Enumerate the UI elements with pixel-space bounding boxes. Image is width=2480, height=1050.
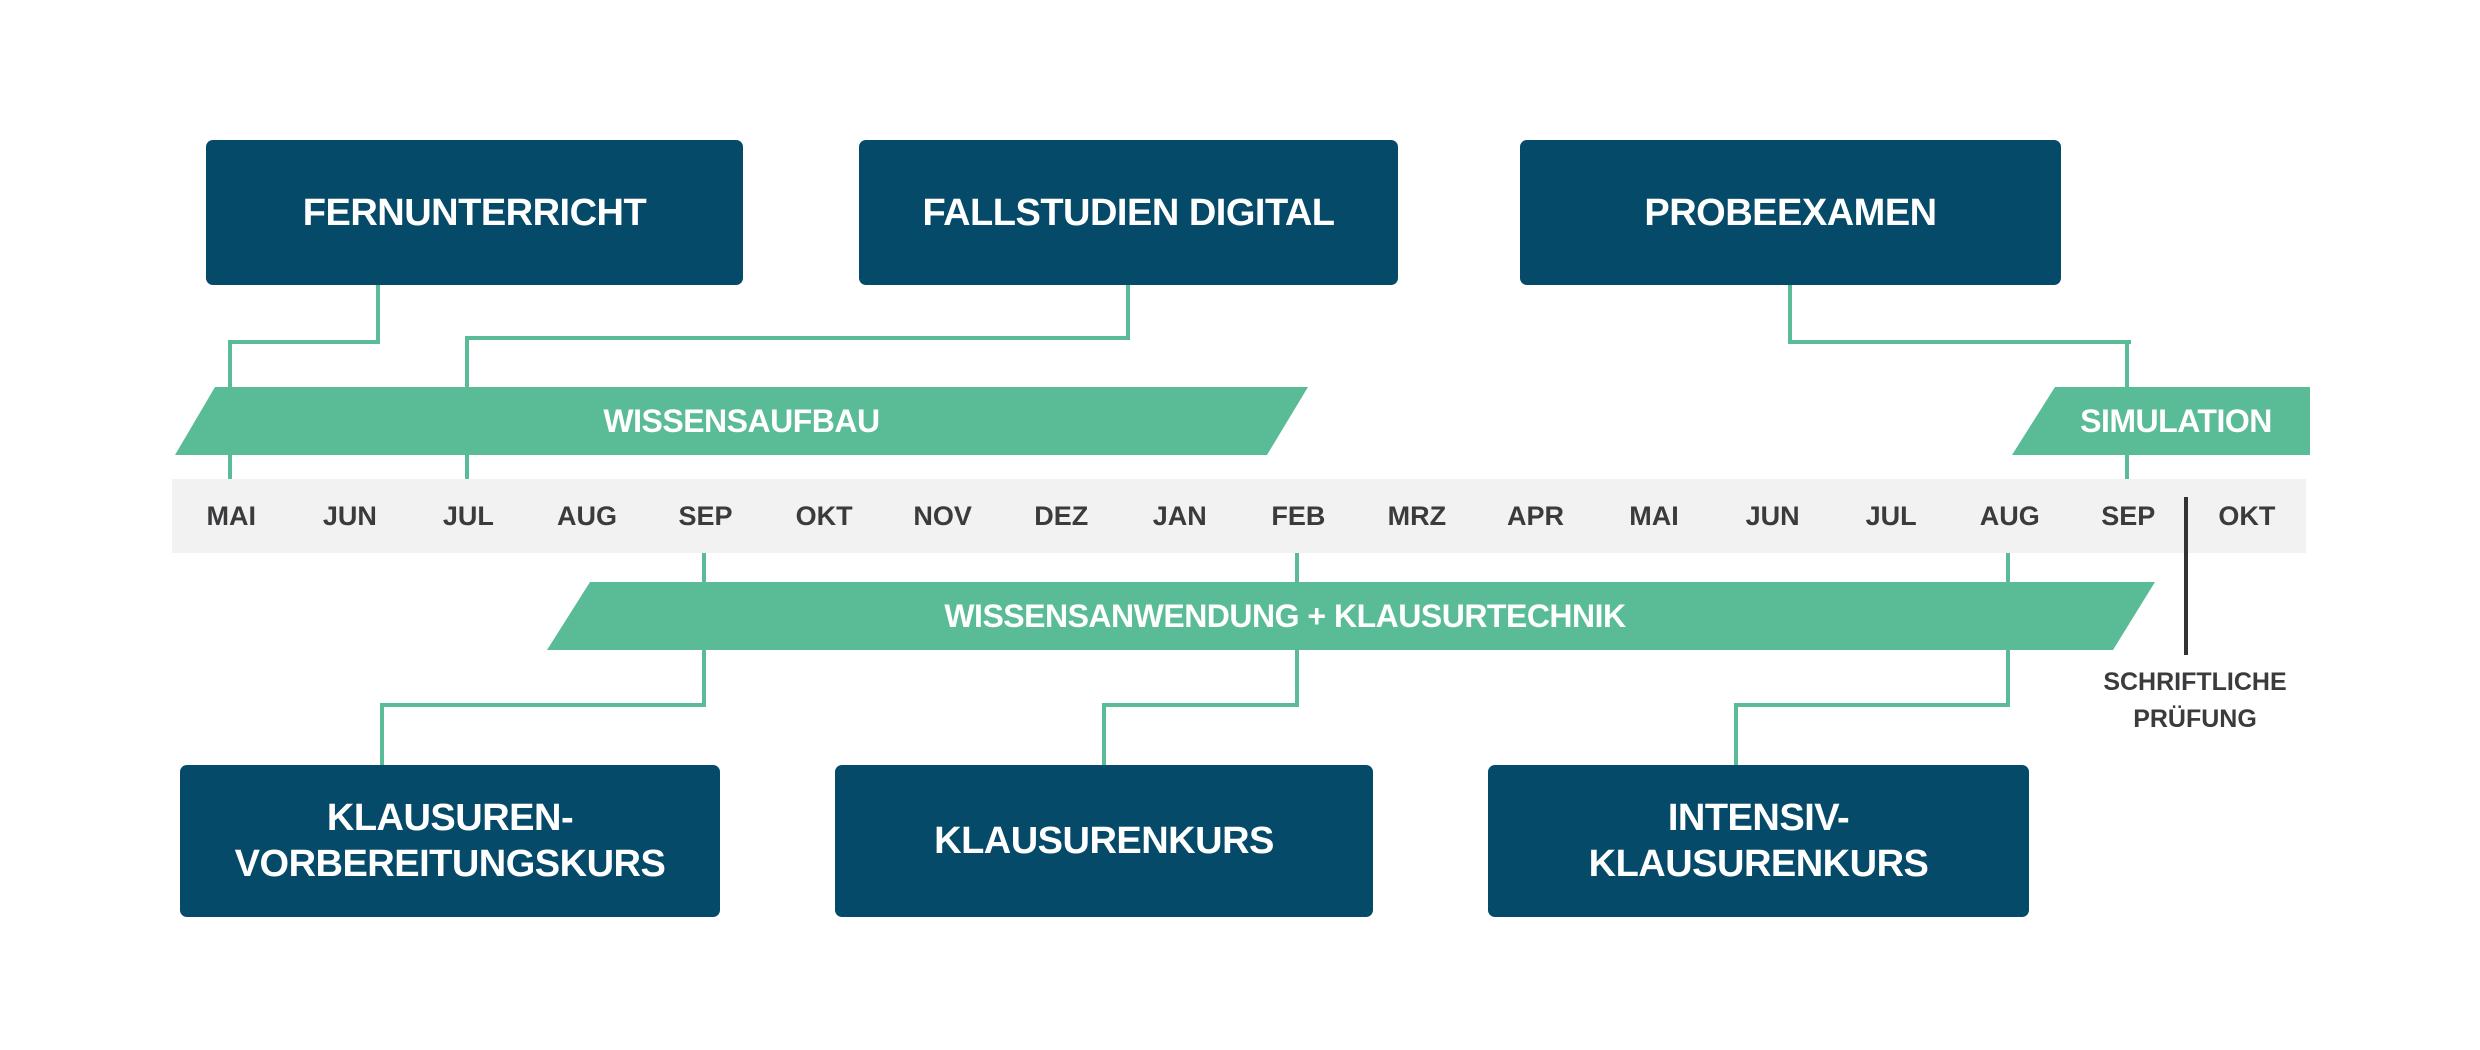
band-simulation: SIMULATION bbox=[2012, 387, 2310, 455]
month-label: AUG bbox=[1979, 500, 2040, 531]
box-probeexamen-label: PROBEEXAMEN bbox=[1644, 191, 1937, 234]
month-label: SEP bbox=[2101, 500, 2156, 531]
month-label: MRZ bbox=[1387, 500, 1447, 531]
month-label: AUG bbox=[556, 500, 617, 531]
connector-intensiv-drop bbox=[1734, 703, 1738, 767]
month-label: MAI bbox=[206, 500, 257, 531]
box-klausuren-vorbereitungskurs-line2: VORBEREITUNGSKURS bbox=[234, 843, 666, 885]
exam-marker-label-line2: PRÜFUNG bbox=[2133, 705, 2257, 733]
connector-intensiv-horizontal bbox=[1734, 703, 2010, 707]
connector-klausurenkurs-horizontal bbox=[1102, 703, 1299, 707]
month-axis: MAI JUN JUL AUG SEP OKT NOV DEZ JAN FEB … bbox=[172, 479, 2306, 553]
box-fernunterricht: FERNUNTERRICHT bbox=[206, 140, 743, 285]
month-label: OKT bbox=[2218, 500, 2276, 531]
band-wissensanwendung-label: WISSENSANWENDUNG + KLAUSURTECHNIK bbox=[944, 597, 1626, 634]
connector-klausurenvorbereitung-drop bbox=[380, 703, 384, 767]
box-intensiv-klausurenkurs-line2: KLAUSURENKURS bbox=[1588, 843, 1929, 885]
box-klausurenkurs: KLAUSURENKURS bbox=[835, 765, 1373, 917]
month-label: FEB bbox=[1271, 500, 1326, 531]
month-label: SEP bbox=[678, 500, 733, 531]
connector-fernunterricht-horizontal bbox=[228, 340, 380, 344]
month-label: JUN bbox=[322, 500, 377, 531]
box-fernunterricht-label: FERNUNTERRICHT bbox=[302, 191, 647, 234]
box-intensiv-klausurenkurs: INTENSIV- KLAUSURENKURS bbox=[1488, 765, 2029, 917]
box-klausurenkurs-line1: KLAUSURENKURS bbox=[934, 820, 1274, 862]
month-label: JAN bbox=[1152, 500, 1207, 531]
connector-probeexamen-drop bbox=[1788, 285, 1792, 344]
box-probeexamen: PROBEEXAMEN bbox=[1520, 140, 2061, 285]
connector-fallstudien-drop bbox=[1126, 285, 1130, 340]
exam-marker-line bbox=[2184, 497, 2188, 655]
month-label: MAI bbox=[1629, 500, 1679, 531]
band-wissensaufbau: WISSENSAUFBAU bbox=[175, 387, 1308, 455]
box-klausuren-vorbereitungskurs-line1: KLAUSUREN- bbox=[326, 797, 574, 839]
box-fallstudien-digital: FALLSTUDIEN DIGITAL bbox=[859, 140, 1398, 285]
exam-marker-label: SCHRIFTLICHE PRÜFUNG bbox=[2070, 664, 2320, 738]
month-label: DEZ bbox=[1034, 500, 1089, 531]
exam-marker-label-line1: SCHRIFTLICHE bbox=[2103, 668, 2287, 696]
connector-probeexamen-horizontal bbox=[1788, 340, 2131, 344]
connector-fernunterricht-drop bbox=[376, 285, 380, 344]
band-wissensaufbau-label: WISSENSAUFBAU bbox=[603, 402, 880, 439]
band-simulation-label: SIMULATION bbox=[2080, 402, 2272, 439]
month-label: JUL bbox=[1865, 500, 1917, 531]
box-intensiv-klausurenkurs-line1: INTENSIV- bbox=[1667, 797, 1850, 839]
month-label: OKT bbox=[795, 500, 853, 531]
month-label: APR bbox=[1506, 500, 1564, 531]
box-fallstudien-digital-label: FALLSTUDIEN DIGITAL bbox=[922, 191, 1336, 234]
connector-fallstudien-horizontal bbox=[465, 336, 1130, 340]
band-wissensanwendung: WISSENSANWENDUNG + KLAUSURTECHNIK bbox=[547, 582, 2155, 650]
connector-klausurenvorbereitung-horizontal bbox=[380, 703, 706, 707]
connector-klausurenkurs-drop bbox=[1102, 703, 1106, 767]
box-klausuren-vorbereitungskurs: KLAUSUREN- VORBEREITUNGSKURS bbox=[180, 765, 720, 917]
month-label: JUL bbox=[442, 500, 494, 531]
month-label: JUN bbox=[1745, 500, 1800, 531]
month-label: NOV bbox=[913, 500, 972, 531]
